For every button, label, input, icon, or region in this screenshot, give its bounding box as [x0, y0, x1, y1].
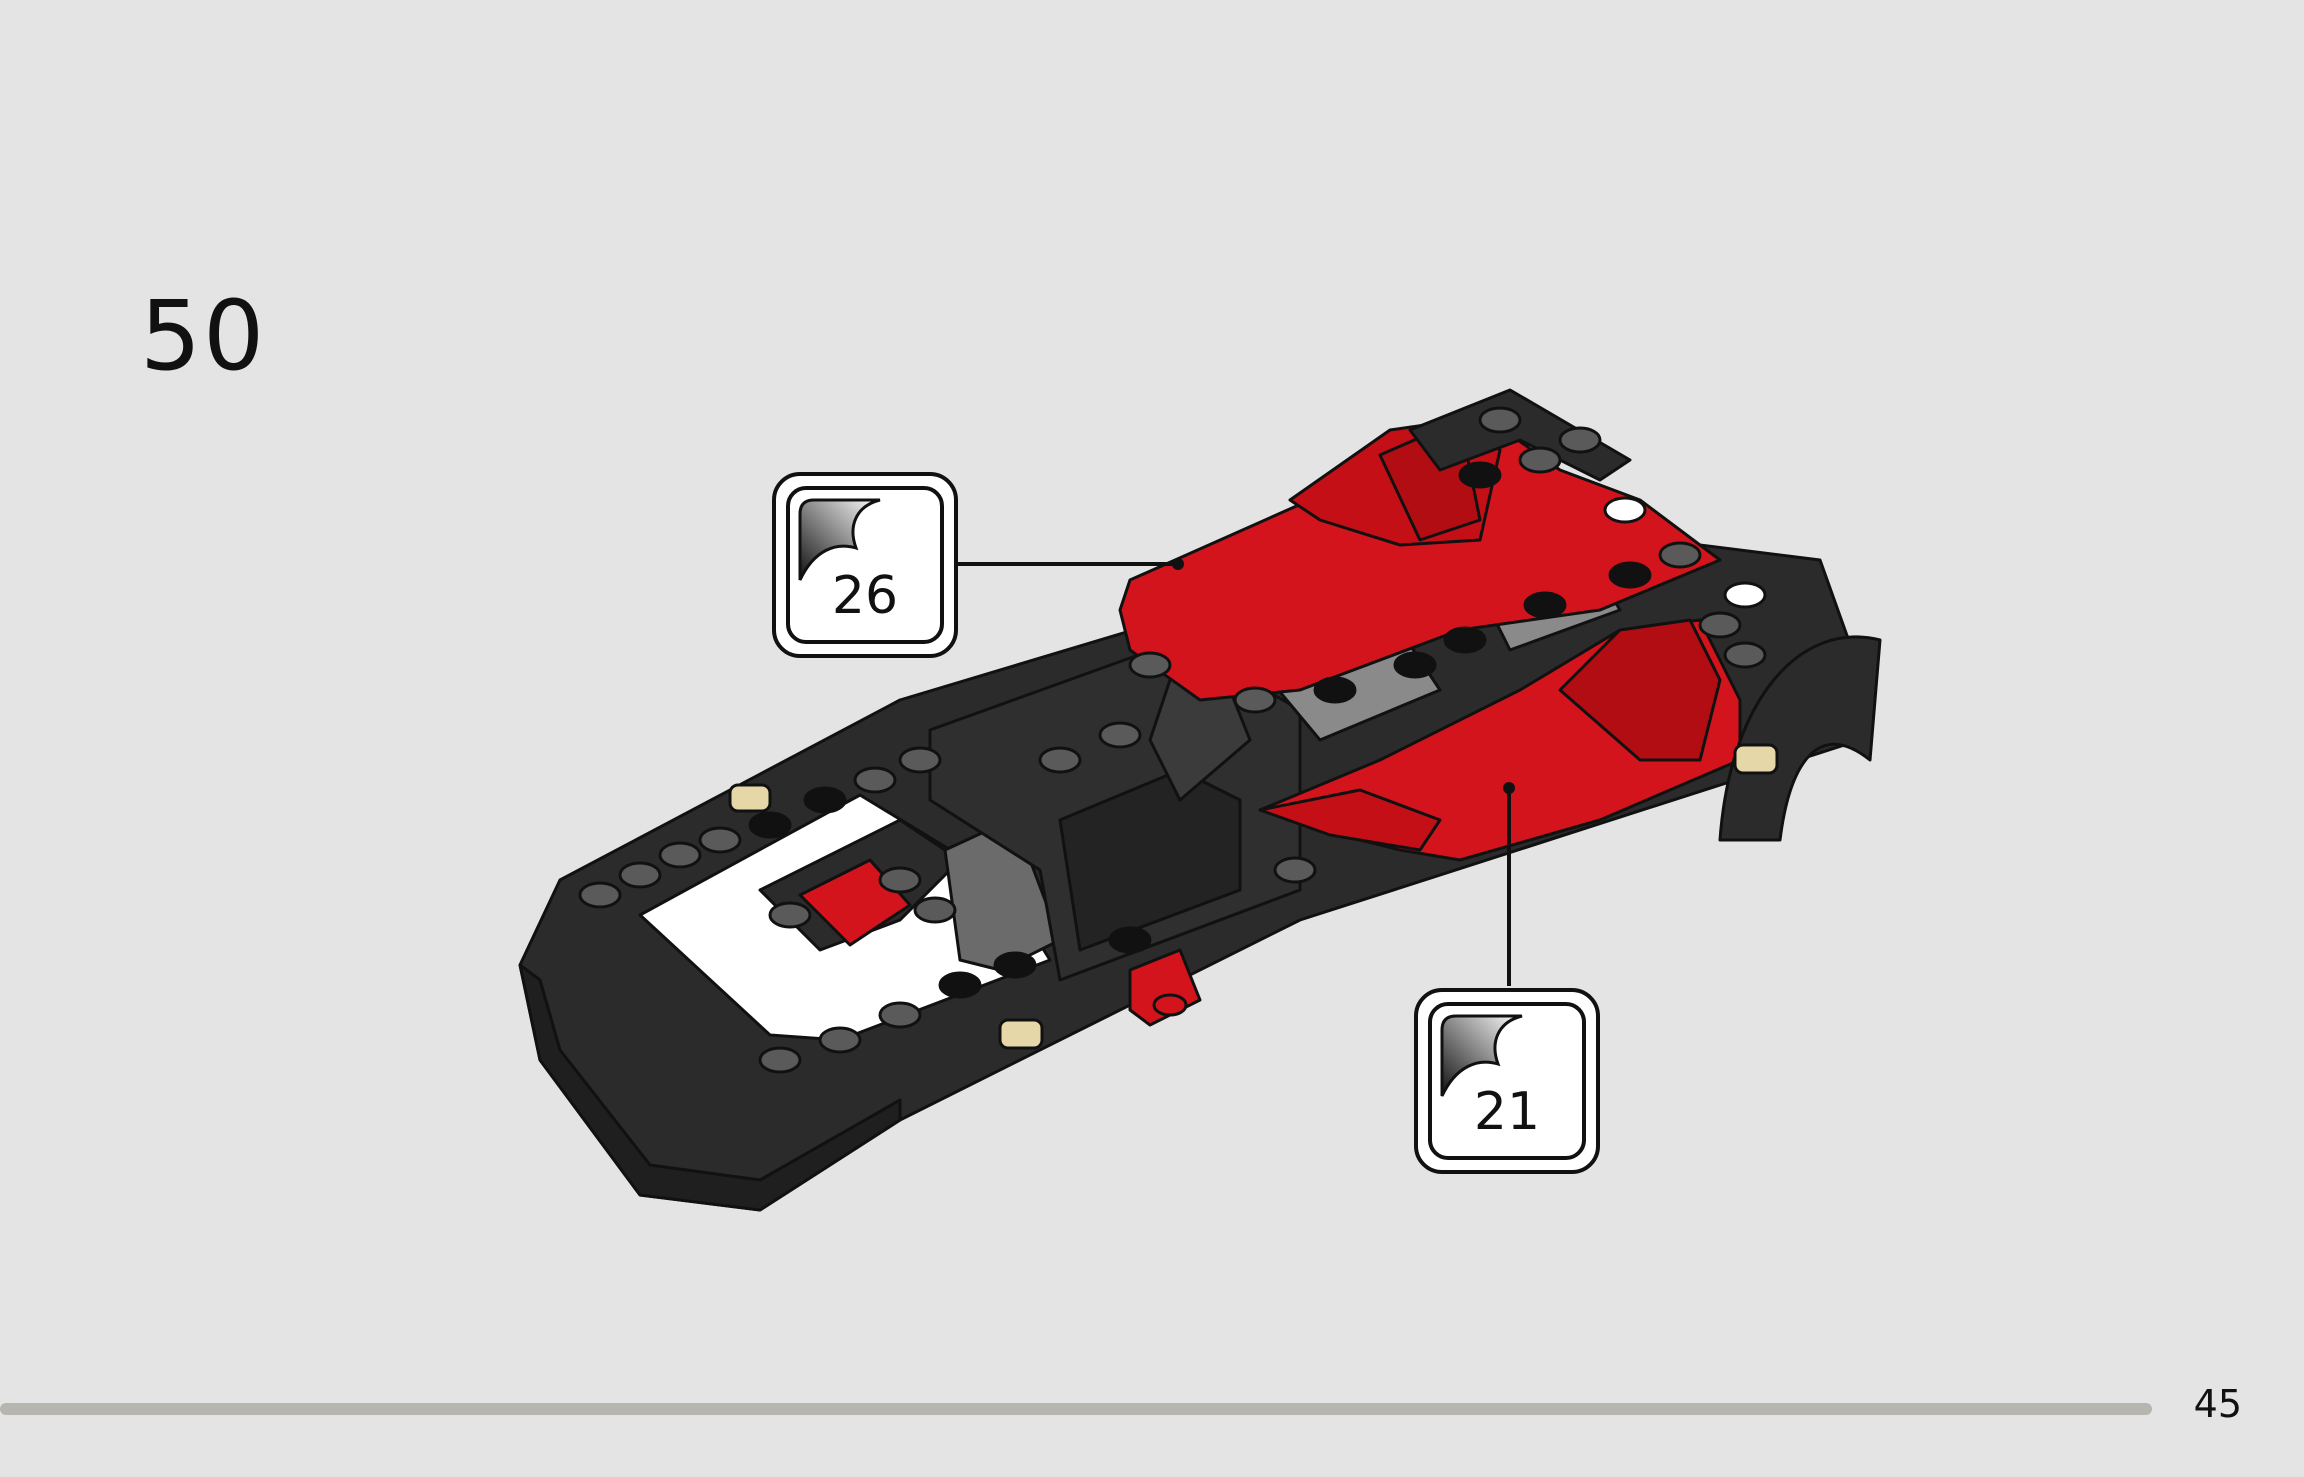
sticker-curl-icon: [798, 498, 881, 581]
callout-quantity: 26: [831, 566, 899, 626]
stud: [748, 811, 792, 839]
stud: [1608, 561, 1652, 589]
stud: [1698, 611, 1742, 639]
callout-quantity: 21: [1473, 1082, 1541, 1142]
tan-pin: [998, 1018, 1044, 1050]
stud: [1558, 426, 1602, 454]
stud: [1128, 651, 1172, 679]
rear-wheel-arch: [1718, 635, 1882, 842]
stud: [1723, 641, 1767, 669]
red-fin-right: [1558, 618, 1722, 762]
stud: [878, 866, 922, 894]
stud: [698, 826, 742, 854]
stud: [1313, 676, 1357, 704]
sticker-callout-21: 21: [1414, 988, 1600, 1174]
sticker-callout-frame: 21: [1428, 1002, 1586, 1160]
stud: [853, 766, 897, 794]
stud: [913, 896, 957, 924]
stud: [898, 746, 942, 774]
stud: [1443, 626, 1487, 654]
stud: [803, 786, 847, 814]
stud: [578, 881, 622, 909]
stud: [1518, 446, 1562, 474]
stud: [618, 861, 662, 889]
callout-anchor-21: [1503, 782, 1515, 794]
cockpit-inner: [1058, 768, 1242, 952]
sticker-curl-icon: [1440, 1014, 1523, 1097]
stud: [1478, 406, 1522, 434]
stud: [1038, 746, 1082, 774]
stud: [1273, 856, 1317, 884]
stud: [993, 951, 1037, 979]
stud: [938, 971, 982, 999]
red-splitter: [1258, 788, 1442, 852]
chassis-lower-edge: [518, 963, 902, 1212]
stud: [658, 841, 702, 869]
stud: [1233, 686, 1277, 714]
progress-bar: [0, 1403, 2152, 1415]
stud: [1108, 926, 1152, 954]
stud: [818, 1026, 862, 1054]
stud: [1458, 461, 1502, 489]
sticker-callout-26: 26: [772, 472, 958, 658]
tan-pin: [728, 783, 772, 813]
stud: [768, 901, 812, 929]
callout-anchor-26: [1172, 558, 1184, 570]
stud: [1658, 541, 1702, 569]
page-number: 45: [2193, 1382, 2242, 1426]
stud: [1098, 721, 1142, 749]
stud: [758, 1046, 802, 1074]
stud: [878, 1001, 922, 1029]
stud: [1603, 496, 1647, 524]
tan-pin: [1733, 743, 1779, 775]
stud: [1723, 581, 1767, 609]
stud: [1152, 993, 1188, 1017]
sticker-callout-frame: 26: [786, 486, 944, 644]
step-number: 50: [140, 280, 267, 392]
stud: [1523, 591, 1567, 619]
stud: [1393, 651, 1437, 679]
rear-rail: [1408, 388, 1632, 482]
